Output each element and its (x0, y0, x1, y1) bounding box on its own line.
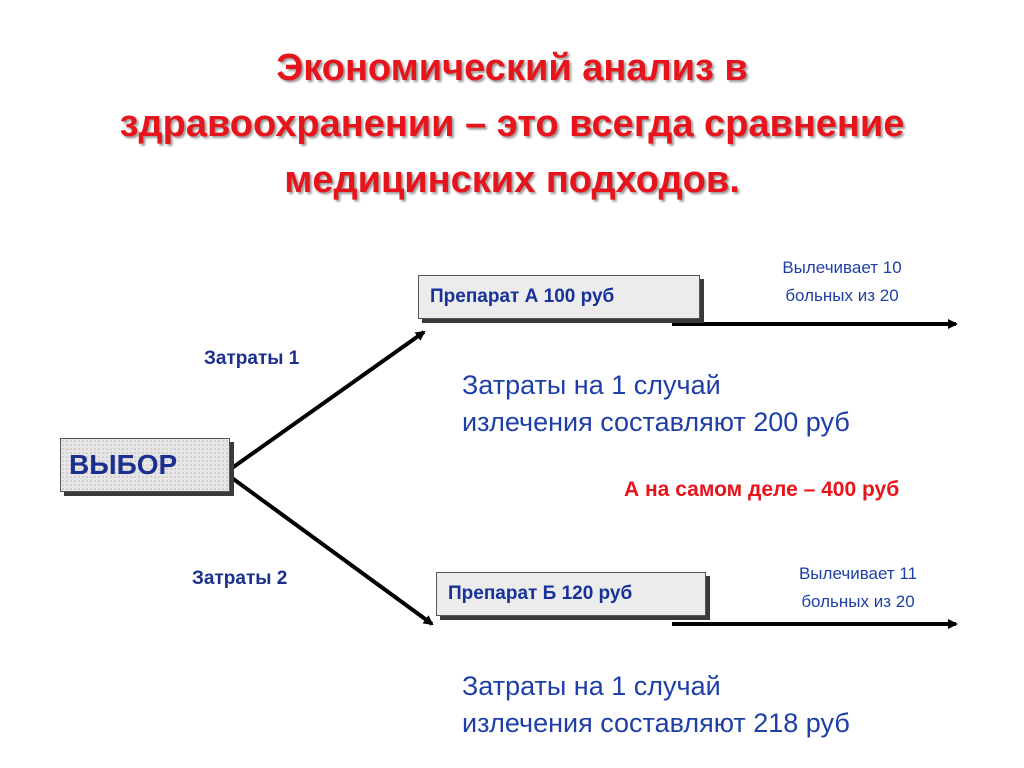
cost-per-case-a-line-1: Затраты на 1 случай (462, 370, 721, 400)
title-line-3: медицинских подходов. (284, 159, 740, 201)
outcome-b-line-1: Вылечивает 11 (798, 564, 918, 583)
branch-line-down (230, 476, 434, 626)
real-cost-note: А на самом деле – 400 руб (624, 478, 900, 501)
outcome-a-line-1: Вылечивает 10 (782, 258, 902, 277)
cost-per-case-b-line-2: излечения составляют 218 руб (462, 708, 850, 738)
title-line-1: Экономический анализ в (276, 47, 748, 89)
outcome-b-line-2: больных из 20 (801, 592, 915, 611)
cost-per-case-b: Затраты на 1 случай излечения составляют… (462, 668, 850, 742)
cost-per-case-a: Затраты на 1 случай излечения составляют… (462, 367, 850, 441)
cost-label-2: Затраты 2 (192, 568, 288, 589)
drug-a-box: Препарат А 100 руб (418, 275, 700, 319)
title-line-2: здравоохранении – это всегда сравнение (119, 103, 905, 145)
outcome-a-line-2: больных из 20 (785, 286, 899, 305)
cost-per-case-b-line-1: Затраты на 1 случай (462, 671, 721, 701)
branch-line-up (230, 330, 426, 470)
outcome-b: Вылечивает 11 больных из 20 (758, 560, 958, 616)
cost-label-1: Затраты 1 (204, 348, 300, 369)
slide-title: Экономический анализ в здравоохранении –… (0, 40, 1024, 208)
outcome-a: Вылечивает 10 больных из 20 (742, 254, 942, 310)
cost-per-case-a-line-2: излечения составляют 200 руб (462, 407, 850, 437)
choice-box: ВЫБОР (60, 438, 230, 492)
drug-b-box: Препарат Б 120 руб (436, 572, 706, 616)
